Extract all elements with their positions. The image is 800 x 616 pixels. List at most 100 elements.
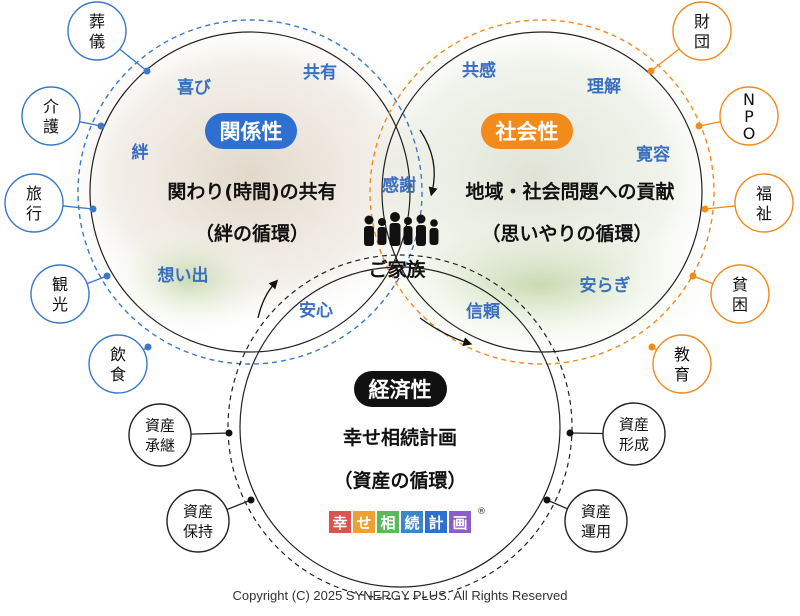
economic-line2: （資産の循環）	[333, 469, 466, 492]
social-line2: （思いやりの循環）	[481, 222, 652, 245]
satellite-node-label: 承継	[145, 436, 175, 454]
satellite-node-label: 資産	[619, 415, 649, 433]
node-connector	[704, 205, 736, 210]
satellite-node-label: 教	[674, 345, 690, 364]
logo-tile-6	[449, 511, 471, 533]
relationship-line1: 関わり(時間)の共有	[167, 180, 336, 203]
satellite-node	[672, 1, 732, 61]
word-empathy: 共感	[462, 60, 496, 81]
logo-tile-4	[401, 511, 423, 533]
satellite-node	[67, 1, 127, 61]
word-gratitude: 感謝	[382, 175, 416, 196]
satellite-node-label: 福	[756, 184, 772, 203]
family-label: ご家族	[368, 258, 426, 281]
happy-inheritance-logo: 幸 せ 相 続 計 画 ®	[329, 507, 486, 533]
satellite-node	[4, 173, 64, 233]
logo-tile-3	[377, 511, 399, 533]
node-connector	[190, 432, 230, 435]
satellite-node	[652, 334, 712, 394]
satellite-node-label: 育	[674, 365, 690, 384]
satellite-node	[128, 403, 192, 467]
social-circle	[369, 19, 715, 365]
satellite-node-label: 儀	[89, 32, 105, 51]
node-connector	[698, 121, 721, 127]
relationship-inner-circle	[89, 31, 411, 353]
satellite-node-label: 資産	[145, 416, 175, 434]
photo-background	[50, 15, 740, 365]
node-connector-dot	[648, 343, 656, 351]
logo-char-4: 続	[404, 514, 419, 532]
node-connector	[692, 275, 714, 285]
word-trust: 信頼	[466, 301, 501, 322]
node-connector	[86, 275, 108, 285]
node-connector-dot	[144, 343, 152, 351]
node-connector	[226, 499, 252, 511]
logo-char-3: 相	[380, 514, 395, 532]
node-connector-dot	[566, 429, 574, 437]
satellite-node-label: 財	[694, 12, 710, 31]
satellite-node-label: 困	[732, 295, 748, 314]
node-connector-dot	[225, 429, 233, 437]
flow-arrow-bottom	[419, 317, 473, 347]
relationship-title: 関係性	[220, 120, 283, 144]
satellite-node	[719, 86, 779, 146]
satellite-node	[30, 264, 90, 324]
economic-pill: 経済性	[354, 371, 447, 407]
social-pill: 社会性	[481, 113, 573, 149]
word-bond: 絆	[132, 142, 149, 163]
satellite-node-label: P	[744, 107, 754, 126]
relationship-circle	[77, 19, 423, 365]
satellite-node-label: 祉	[756, 204, 772, 223]
satellite-node-label: 貧	[732, 275, 748, 294]
logo-tile-2	[353, 511, 375, 533]
satellite-node-label: 保持	[183, 522, 213, 540]
logo-char-2: せ	[356, 514, 371, 532]
satellite-node-label: 観	[52, 275, 68, 294]
logo-registered-mark: ®	[477, 507, 486, 517]
family-icon	[364, 212, 439, 246]
satellite-node-label: 旅	[26, 184, 42, 203]
node-connector-dot	[543, 496, 551, 504]
word-tolerance: 寛容	[636, 144, 670, 165]
satellite-node-label: 飲	[110, 345, 126, 364]
economic-title: 経済性	[369, 378, 432, 402]
flow-arrow-left	[257, 279, 279, 319]
flow-arrow-right	[419, 129, 438, 197]
satellite-node	[602, 402, 666, 466]
satellite-node-label: 資産	[183, 502, 213, 520]
node-connector	[79, 121, 102, 127]
social-line1: 地域・社会問題への貢献	[465, 180, 674, 203]
satellite-node-label: O	[743, 124, 756, 143]
logo-char-6: 画	[452, 514, 467, 532]
word-understanding: 理解	[587, 76, 621, 97]
satellite-node	[88, 334, 148, 394]
word-share: 共有	[303, 62, 337, 83]
logo-char-1: 幸	[332, 514, 347, 532]
node-connector-dot	[689, 272, 697, 280]
word-peace: 安らぎ	[580, 275, 631, 296]
node-connector-dot	[247, 496, 255, 504]
satellite-node	[734, 173, 794, 233]
node-connector-dot	[143, 67, 151, 75]
satellite-node-label: 食	[110, 365, 126, 384]
satellite-node-label: 行	[26, 204, 42, 223]
satellite-node-label: 光	[52, 295, 68, 314]
node-connector-dot	[647, 67, 655, 75]
economic-line1: 幸せ相続計画	[343, 426, 457, 449]
satellite-node	[564, 489, 628, 553]
logo-char-5: 計	[428, 514, 443, 532]
logo-tile-1	[329, 511, 351, 533]
node-connector-dot	[701, 205, 709, 213]
node-connector	[62, 205, 94, 210]
satellite-node-label: N	[743, 90, 755, 109]
satellite-node-label: 形成	[619, 435, 649, 453]
node-connector	[546, 499, 568, 510]
relationship-pill: 関係性	[205, 113, 297, 149]
satellite-node	[710, 264, 770, 324]
satellite-node-label: 資産	[581, 502, 611, 520]
satellite-node-label: 団	[694, 32, 710, 51]
node-connector-dot	[695, 122, 703, 130]
relationship-line2: （絆の循環）	[195, 222, 309, 245]
